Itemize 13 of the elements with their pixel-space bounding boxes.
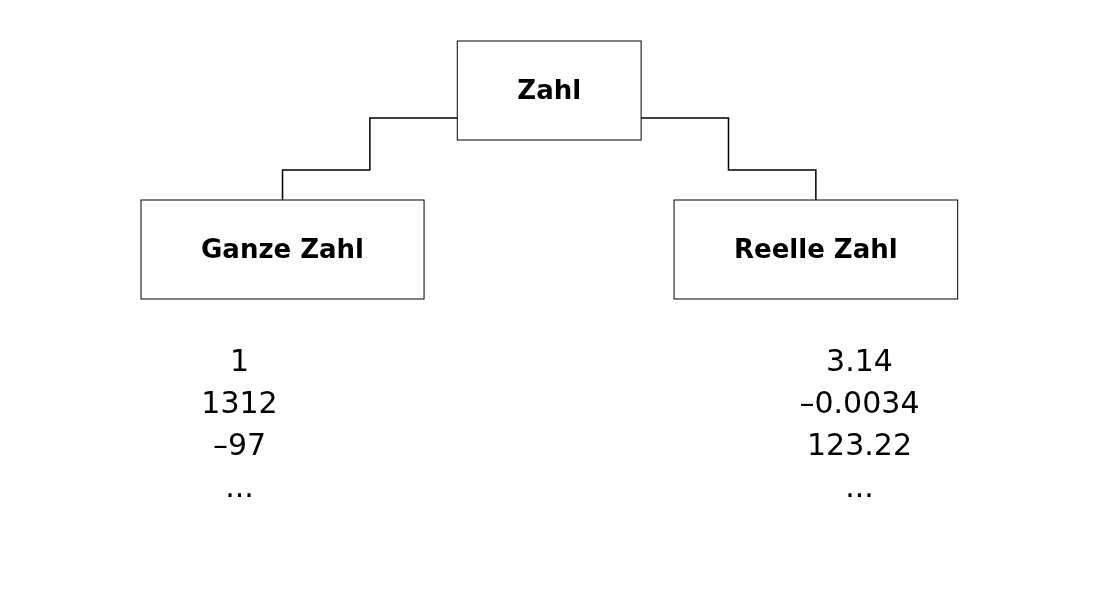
node-box: Ganze Zahl [140,199,425,300]
node-box: Zahl [456,40,642,141]
value-text: 3.14 [826,342,893,380]
value-text: –0.0034 [799,384,920,422]
value-text: 1312 [201,384,278,422]
value-text: ... [845,468,874,506]
value-text: 123.22 [807,426,912,464]
value-text: ... [225,468,254,506]
connector [281,117,459,201]
node-box: Reelle Zahl [673,199,959,300]
connector [640,117,817,201]
value-text: –97 [212,426,267,464]
value-text: 1 [229,342,250,380]
